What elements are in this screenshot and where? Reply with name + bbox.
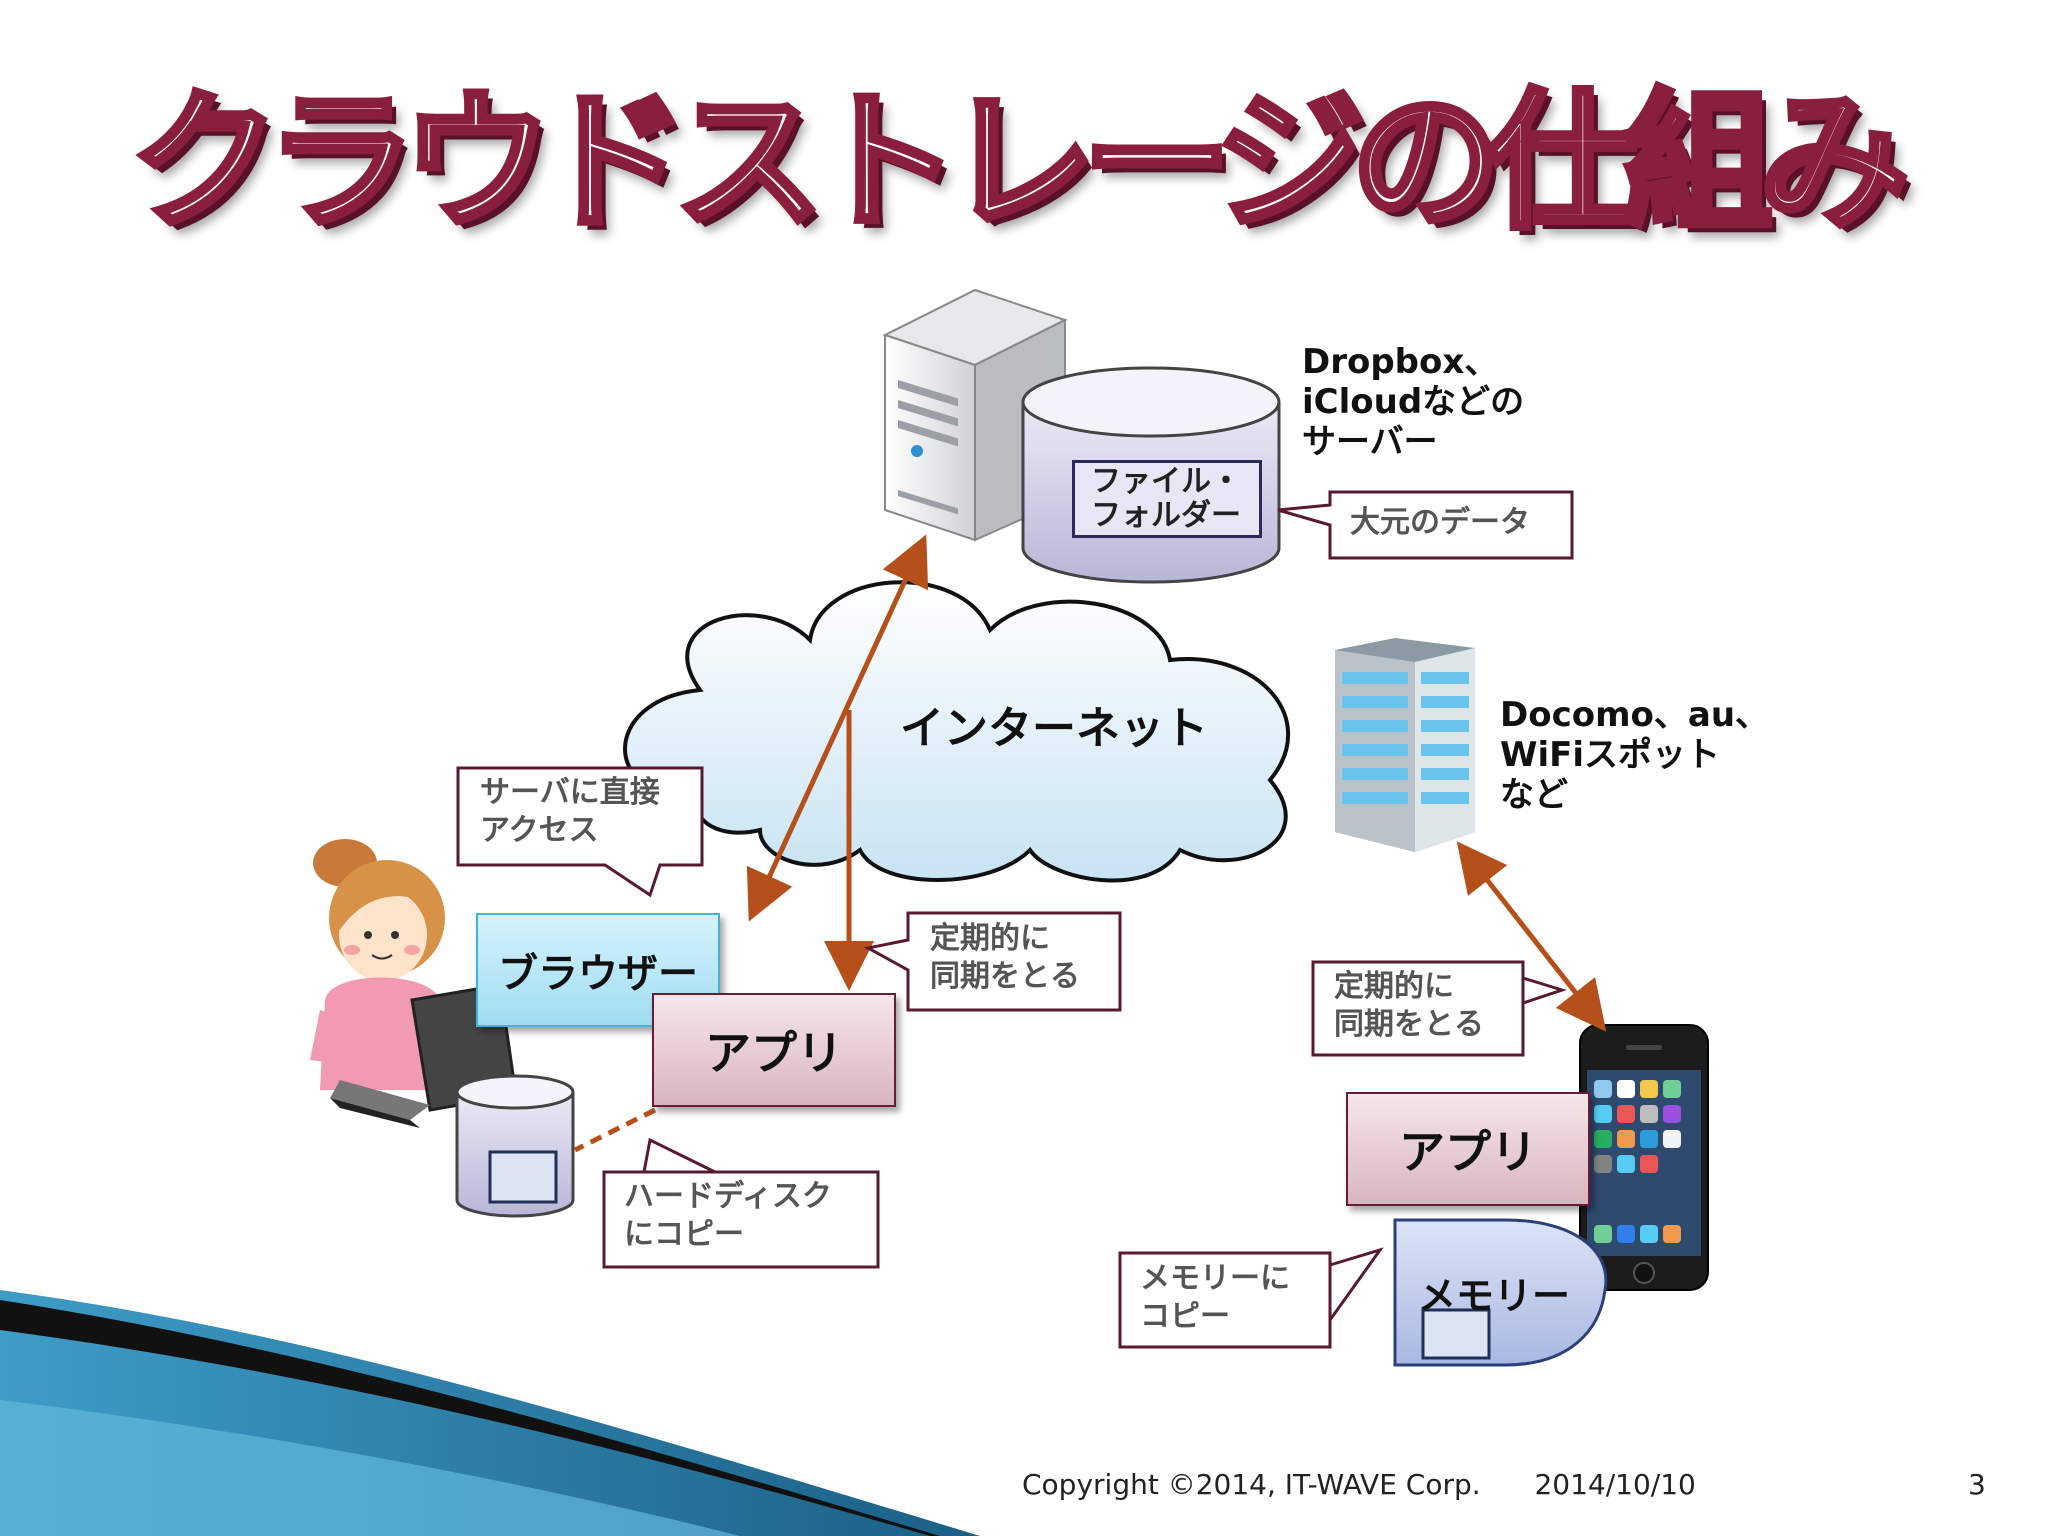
callout-line: ハードディスク — [624, 1179, 832, 1214]
callout-line: コピー — [1140, 1299, 1230, 1334]
callout-line: 同期をとる — [1334, 1007, 1484, 1042]
server-label-line: iCloudなどの — [1302, 382, 1525, 422]
callout-pc-sync-shape — [863, 911, 1122, 1012]
browser-box: ブラウザー — [476, 913, 720, 1027]
server-label-line: サーバー — [1302, 422, 1438, 462]
callout-shapes — [456, 490, 1574, 1349]
footer-copyright: Copyright ©2014, IT-WAVE Corp. — [1022, 1468, 1481, 1501]
footer: Copyright ©2014, IT-WAVE Corp. 2014/10/1… — [1022, 1468, 1696, 1501]
internet-label: インターネット — [900, 703, 1208, 754]
pc-app-box: アプリ — [652, 993, 896, 1107]
connection-arrows — [573, 534, 1607, 1153]
carrier-label-line: など — [1500, 775, 1568, 815]
callout-original-data: 大元のデータ — [1350, 505, 1530, 540]
callout-original-data-shape — [1277, 490, 1574, 560]
phone-memory-icon — [1393, 1218, 1608, 1367]
user-with-laptop-icon — [310, 839, 518, 1128]
corner-wave-decoration — [0, 1290, 980, 1536]
callout-line: 定期的に — [930, 921, 1050, 956]
callout-phone-sync-shape — [1311, 960, 1567, 1057]
callout-direct-access-shape — [456, 766, 704, 898]
callout-line: メモリーに — [1140, 1261, 1290, 1296]
callout-line: にコピー — [624, 1217, 744, 1252]
footer-date: 2014/10/10 — [1534, 1468, 1696, 1501]
callout-phone-sync: 定期的に 同期をとる — [1334, 968, 1484, 1044]
memory-label: メモリー — [1418, 1274, 1571, 1318]
building-phone-arrow — [1456, 841, 1607, 1032]
app-disk-dashed-line — [573, 1107, 657, 1153]
callout-line: 定期的に — [1334, 969, 1454, 1004]
browser-server-arrow — [746, 534, 929, 922]
carrier-label: Docomo、au、 WiFiスポット など — [1500, 695, 1769, 815]
callout-hdd-copy-shape — [602, 1137, 880, 1269]
carrier-label-line: Docomo、au、 — [1500, 695, 1770, 735]
callout-hdd-copy: ハードディスク にコピー — [624, 1178, 832, 1254]
file-folder-line: フォルダー — [1091, 498, 1241, 533]
page-number: 3 — [1968, 1468, 1986, 1501]
callout-direct-access: サーバに直接 アクセス — [480, 774, 660, 850]
callout-line: サーバに直接 — [480, 775, 660, 810]
server-label: Dropbox、 iCloudなどの サーバー — [1302, 342, 1524, 462]
smartphone-icon — [1579, 1024, 1709, 1291]
callout-pc-sync: 定期的に 同期をとる — [930, 920, 1080, 996]
callout-memory-copy: メモリーに コピー — [1140, 1260, 1290, 1336]
carrier-label-line: WiFiスポット — [1500, 735, 1721, 775]
callout-line: 同期をとる — [930, 959, 1080, 994]
server-label-line: Dropbox、 — [1302, 342, 1499, 382]
building-icon — [1335, 638, 1475, 852]
callout-line: アクセス — [480, 813, 599, 848]
slide-title: クラウドストレージの仕組み — [127, 76, 1912, 250]
file-folder-box: ファイル・ フォルダー — [1072, 460, 1262, 538]
file-folder-line: ファイル・ — [1091, 464, 1241, 499]
callout-memory-copy-shape — [1118, 1247, 1384, 1349]
phone-app-box: アプリ — [1346, 1092, 1590, 1206]
pc-hard-disk-icon — [455, 1074, 575, 1218]
